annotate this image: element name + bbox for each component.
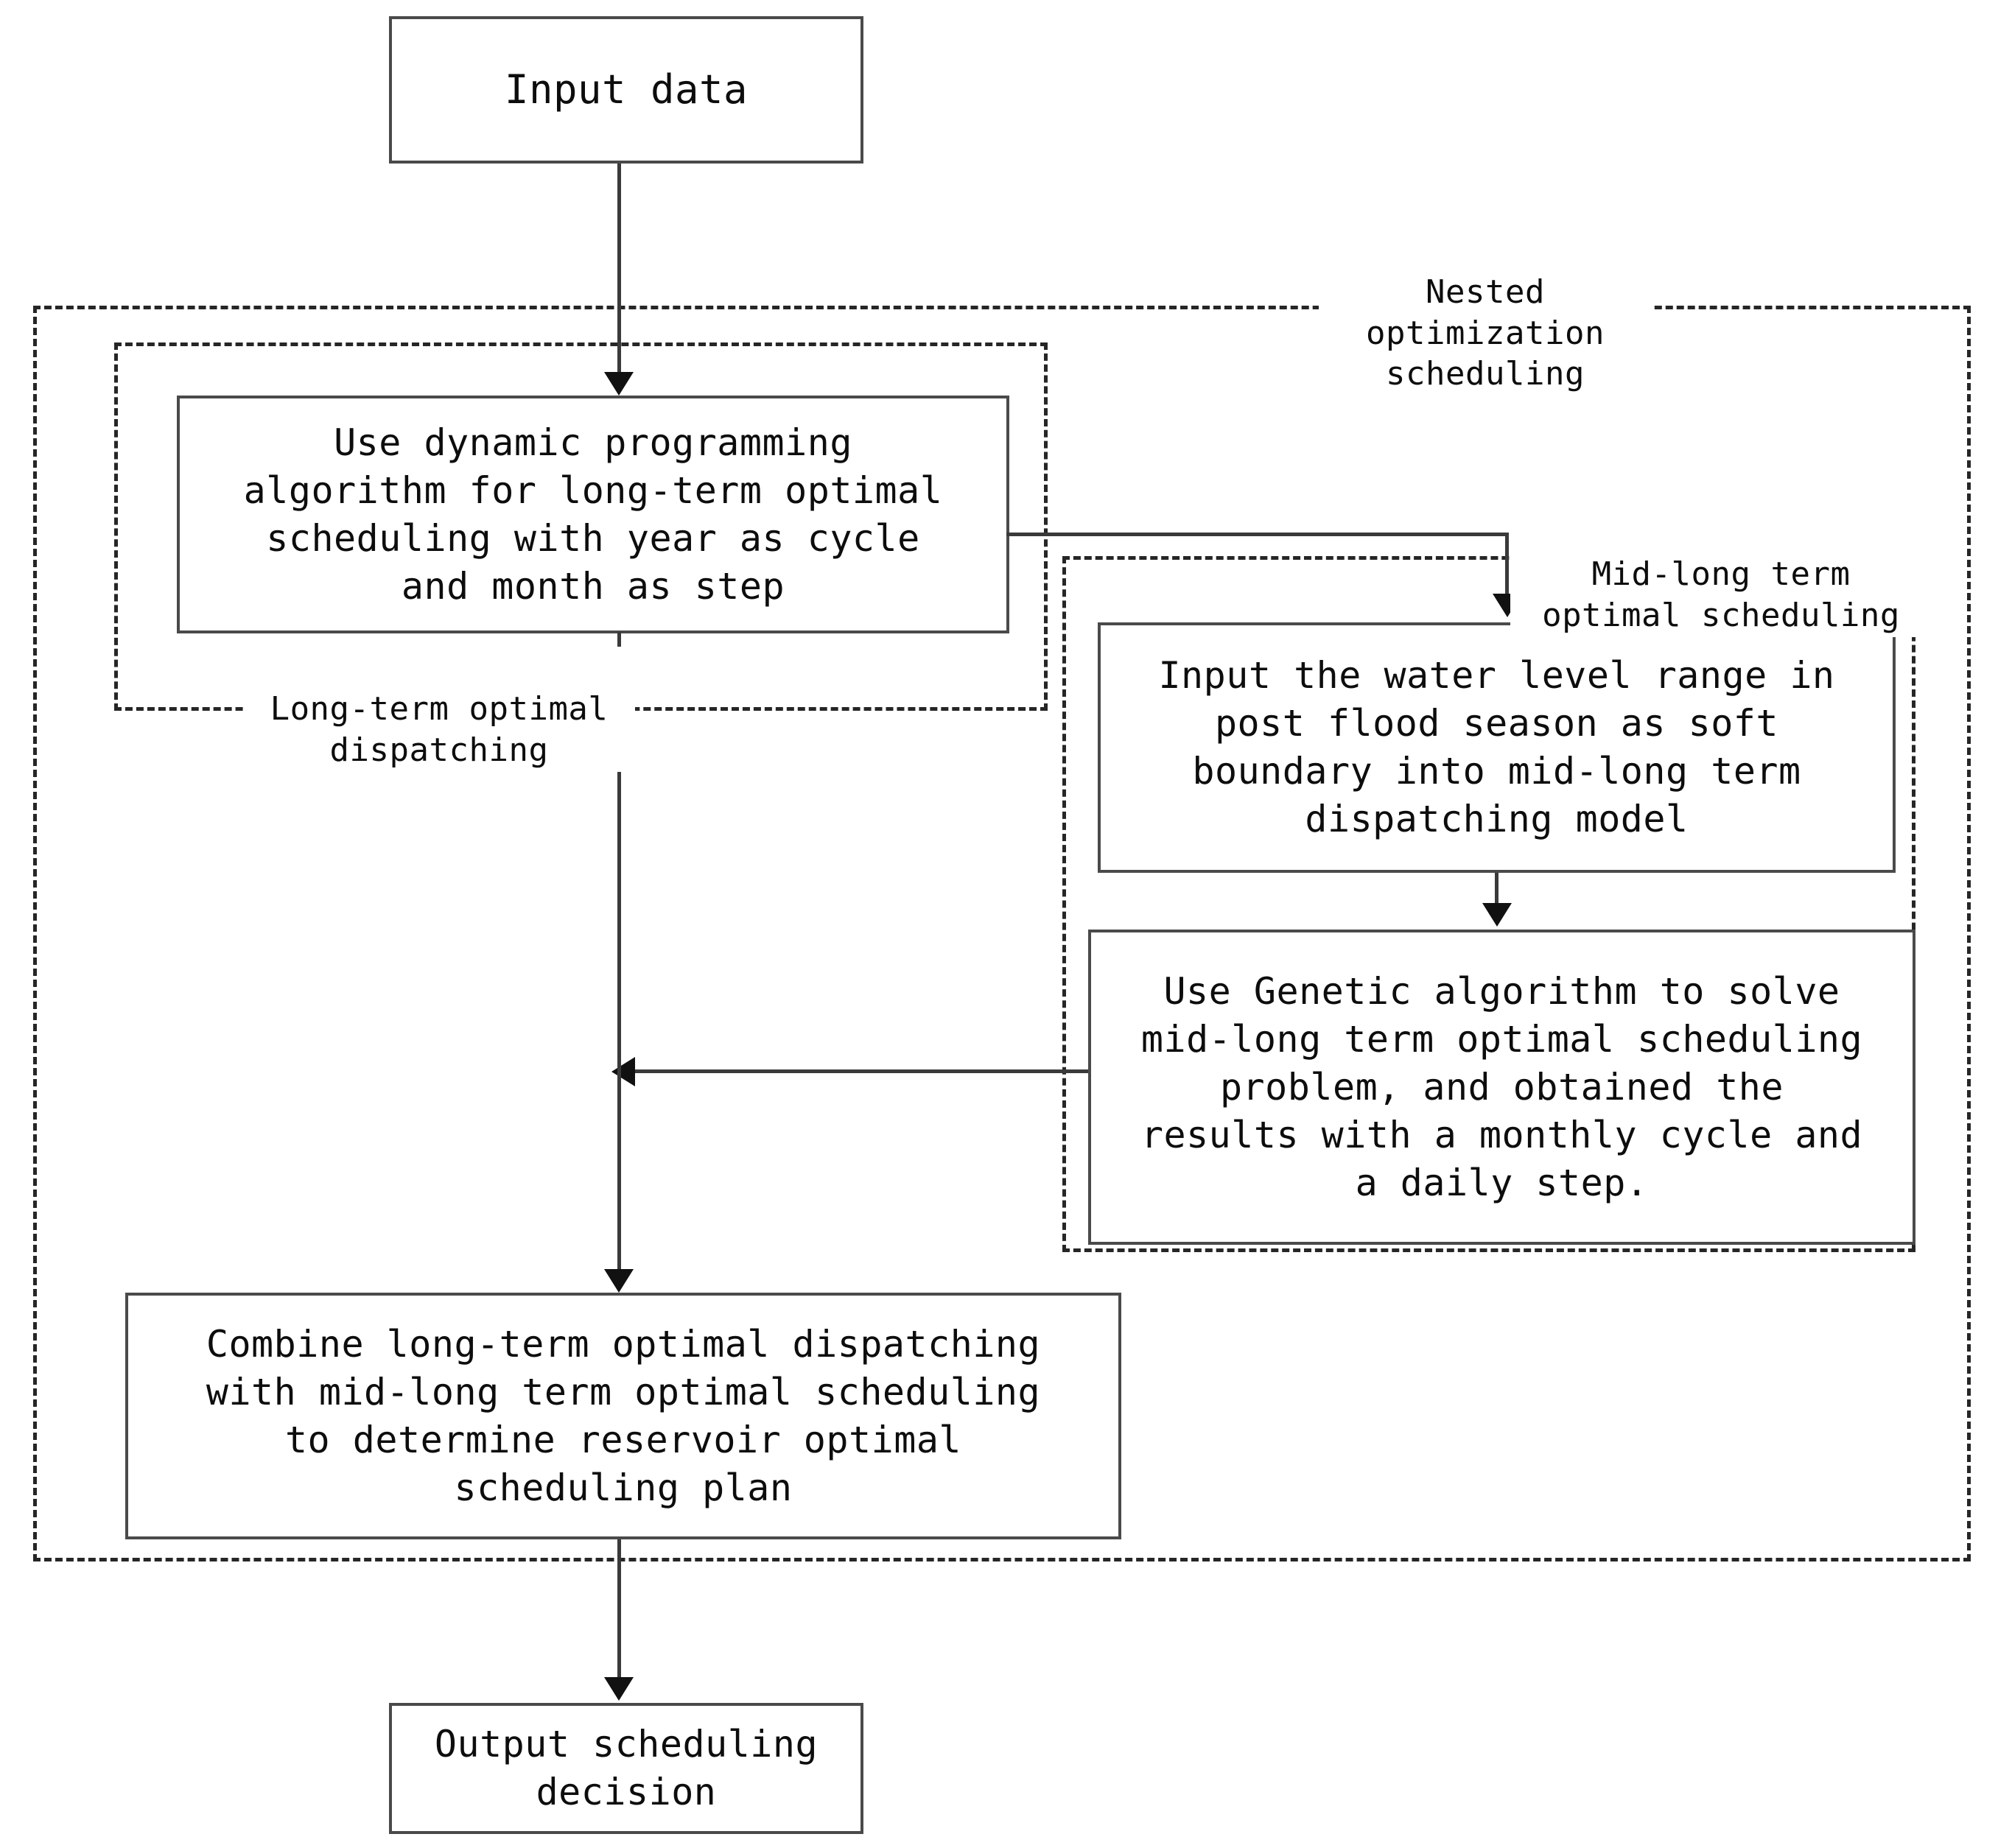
- node-combine[interactable]: Combine long-term optimal dispatching wi…: [125, 1293, 1121, 1539]
- node-output-decision-label: Output scheduling decision: [434, 1723, 819, 1813]
- connector-combine-to-output: [617, 1539, 621, 1679]
- caption-nested-optimization-label: Nested optimization scheduling: [1366, 273, 1605, 393]
- arrowhead-waterlevel-to-genetic: [1482, 903, 1512, 927]
- arrowhead-trunk-to-combine: [604, 1269, 634, 1293]
- caption-long-term: Long-term optimal dispatching: [243, 647, 635, 773]
- caption-nested-optimization: Nested optimization scheduling: [1319, 230, 1652, 396]
- arrowhead-combine-to-output: [604, 1677, 634, 1701]
- node-combine-label: Combine long-term optimal dispatching wi…: [206, 1322, 1041, 1509]
- connector-waterlevel-to-genetic: [1495, 873, 1498, 906]
- connector-trunk-dp-to-combine: [617, 632, 621, 1273]
- node-dynamic-programming-label: Use dynamic programming algorithm for lo…: [243, 421, 943, 608]
- arrowhead-input-to-dp: [604, 372, 634, 396]
- node-output-decision[interactable]: Output scheduling decision: [389, 1703, 863, 1834]
- node-input-data-label: Input data: [504, 66, 749, 113]
- connector-dp-to-waterlevel-horizontal: [1006, 533, 1509, 536]
- caption-mid-long-term-label: Mid-long term optimal scheduling: [1542, 555, 1900, 634]
- node-water-level-input-label: Input the water level range in post floo…: [1158, 654, 1835, 840]
- caption-long-term-label: Long-term optimal dispatching: [270, 690, 609, 769]
- node-water-level-input[interactable]: Input the water level range in post floo…: [1098, 622, 1896, 873]
- node-dynamic-programming[interactable]: Use dynamic programming algorithm for lo…: [177, 396, 1009, 633]
- caption-mid-long-term: Mid-long term optimal scheduling: [1510, 512, 1932, 638]
- node-input-data[interactable]: Input data: [389, 16, 863, 164]
- node-genetic-algorithm[interactable]: Use Genetic algorithm to solve mid-long …: [1088, 930, 1915, 1245]
- arrowhead-genetic-to-trunk: [611, 1057, 635, 1086]
- connector-dp-to-waterlevel-vertical: [1505, 533, 1509, 597]
- connector-input-to-dp: [617, 164, 621, 376]
- connector-genetic-to-trunk: [635, 1069, 1088, 1073]
- node-genetic-algorithm-label: Use Genetic algorithm to solve mid-long …: [1140, 969, 1863, 1204]
